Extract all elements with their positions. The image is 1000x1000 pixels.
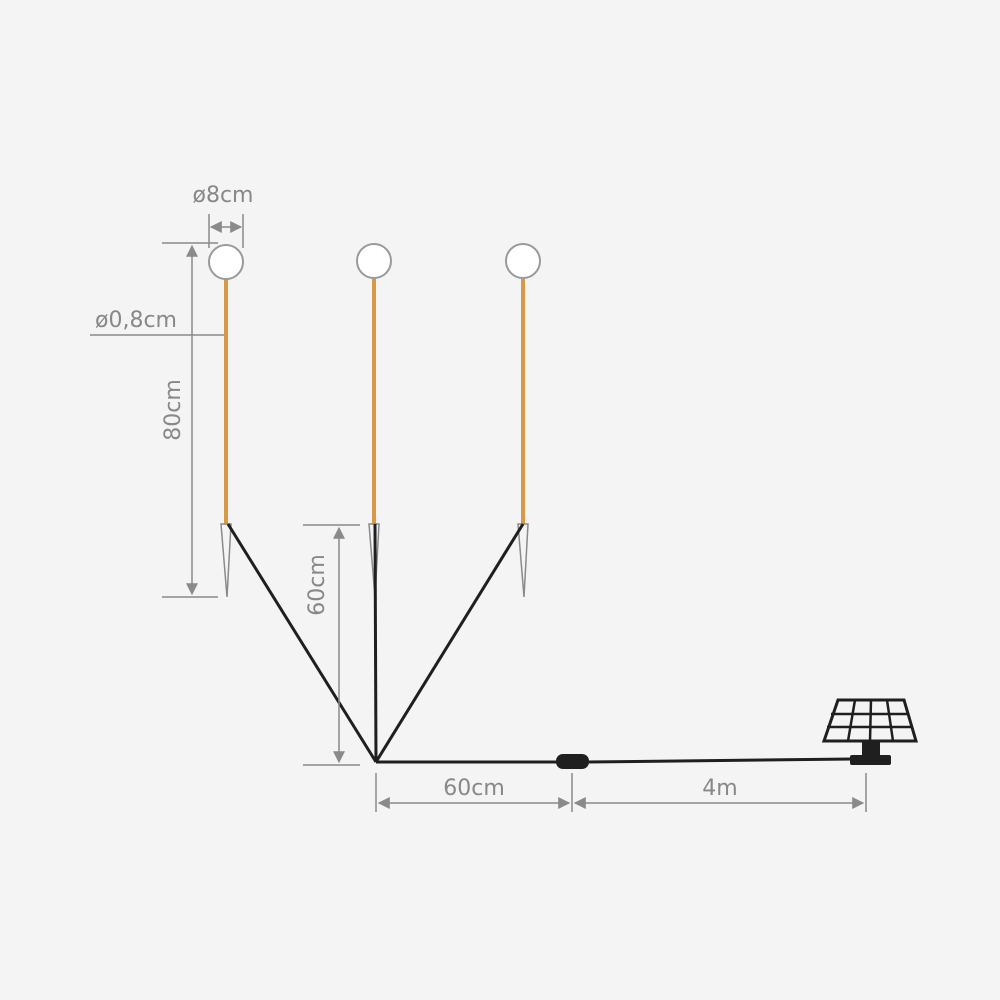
dim-rod-diameter: ø0,8cm bbox=[90, 308, 224, 336]
dim-spread-height: 60cm bbox=[303, 524, 360, 766]
ground-stake-icon bbox=[220, 523, 232, 598]
cable-lamp-3 bbox=[374, 523, 525, 763]
cable-harness bbox=[226, 523, 854, 764]
cable-lamp-2 bbox=[373, 523, 378, 763]
cable-connector-icon bbox=[556, 754, 589, 769]
dim-cable-to-panel: 4m bbox=[573, 773, 867, 812]
dim-pole-height: 80cm bbox=[161, 242, 218, 598]
cable-lamp-1 bbox=[226, 523, 378, 763]
globe-lamp-icon bbox=[356, 243, 392, 279]
lamp-1 bbox=[208, 244, 244, 598]
solar-panel-icon bbox=[821, 698, 919, 765]
cable-to-connector-label: 60cm bbox=[443, 776, 505, 801]
pole-height-label: 80cm bbox=[161, 379, 186, 441]
globe-lamp-icon bbox=[505, 243, 541, 279]
lamp-3 bbox=[505, 243, 541, 598]
ground-stake-icon bbox=[517, 523, 529, 598]
globe-diameter-label: ø8cm bbox=[193, 183, 254, 208]
globe-lamp-icon bbox=[208, 244, 244, 280]
spread-height-label: 60cm bbox=[305, 554, 330, 616]
rod-diameter-label: ø0,8cm bbox=[95, 308, 177, 333]
cable-to-panel-label: 4m bbox=[702, 776, 737, 801]
dim-globe-diameter: ø8cm bbox=[193, 183, 254, 248]
cable-to-panel bbox=[587, 757, 854, 764]
dim-cable-to-connector: 60cm bbox=[375, 773, 573, 812]
